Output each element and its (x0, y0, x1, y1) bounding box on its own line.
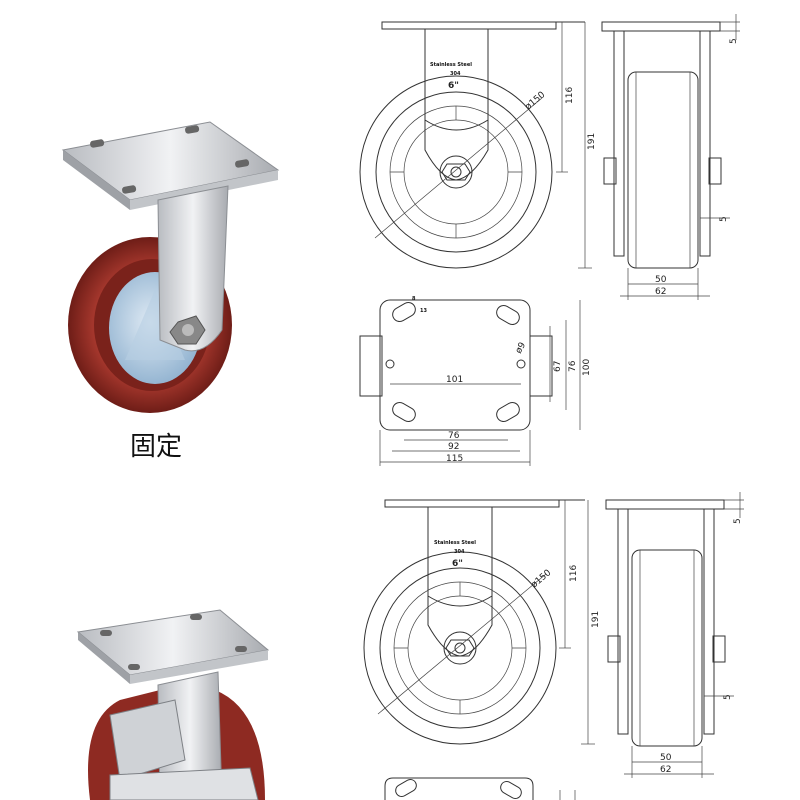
side-view-2: Stainless Steel 304 6" ø150 116 191 (363, 499, 601, 745)
dim-width-92-1: 92 (448, 442, 459, 452)
dim-plate-thick-1: 5 (729, 38, 739, 44)
dim-width-76-1: 76 (448, 431, 460, 441)
front-view-1: 5 5 50 62 (601, 14, 740, 300)
dim-wheel-width-1: 50 (655, 275, 667, 285)
plate-text-6: 6" (452, 559, 463, 569)
dim-slot-l-1: 13 (420, 308, 427, 314)
plate-view-1: 101 ø9 8 13 67 76 100 76 92 115 (359, 296, 592, 466)
dim-bracket-thick-1: 5 (719, 216, 729, 222)
caption-fixed: 固定 (130, 432, 182, 462)
front-view-2: 5 5 50 62 (605, 492, 744, 778)
dim-height-100-1: 100 (582, 359, 592, 376)
caster-photo-fixed: 固定 (61, 121, 280, 462)
dim-bracket-width-1: 62 (655, 287, 666, 297)
dim-height-total-2: 191 (591, 611, 601, 628)
dim-width-115-1: 115 (446, 454, 463, 464)
dim-bracket-thick-2: 5 (723, 694, 733, 700)
dim-wheel-width-2: 50 (660, 753, 672, 763)
dim-height-axle-1: 116 (565, 87, 575, 104)
dim-wheel-dia-2: ø150 (530, 568, 554, 590)
dim-plate-thick-2: 5 (733, 518, 743, 524)
dim-slot-w-1: 8 (412, 296, 416, 302)
plate-text-1: Stainless Steel (430, 62, 472, 68)
caster-photo-brake (76, 609, 270, 800)
dim-height-67-1: 67 (553, 361, 563, 372)
plate-text-5: 304 (454, 549, 465, 555)
side-view-1: Stainless Steel 304 6" ø150 116 191 (359, 21, 597, 269)
plate-view-2-partial (384, 777, 576, 800)
dim-height-total-1: 191 (587, 133, 597, 150)
plate-text-2: 304 (450, 71, 461, 77)
dim-wheel-dia-1: ø150 (524, 90, 548, 112)
plate-text-3: 6" (448, 81, 459, 91)
plate-text-4: Stainless Steel (434, 540, 476, 546)
dim-height-76-1: 76 (568, 360, 578, 372)
dim-height-axle-2: 116 (569, 565, 579, 582)
dim-hole-spacing-1: 101 (446, 375, 463, 385)
dim-bracket-width-2: 62 (660, 765, 671, 775)
dim-hole-dia-1: ø9 (514, 341, 528, 356)
